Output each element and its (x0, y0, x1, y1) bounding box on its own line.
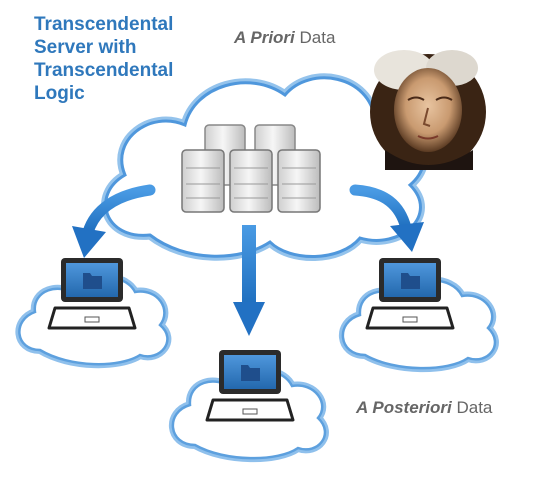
a-priori-rest: Data (294, 28, 336, 47)
a-priori-caption: A Priori Data (234, 28, 335, 48)
client-cloud-right (339, 256, 499, 373)
server-title: Transcendental Server with Transcendenta… (34, 13, 173, 105)
arrow-down-icon (233, 225, 265, 336)
title-line: Server with (34, 37, 137, 58)
a-posteriori-rest: Data (451, 398, 493, 417)
arrow-left-icon (72, 184, 156, 258)
client-cloud-left (15, 256, 172, 369)
a-posteriori-caption: A Posteriori Data (356, 398, 492, 418)
a-posteriori-emphasis: A Posteriori (356, 398, 452, 417)
a-priori-emphasis: A Priori (234, 28, 295, 47)
laptop-icon (205, 348, 295, 422)
server-icon (181, 124, 321, 213)
server-cluster-icon (181, 124, 321, 213)
arrow-right-icon (349, 184, 424, 252)
client-cloud-center (169, 348, 329, 463)
title-line: Transcendental (34, 60, 174, 81)
title-line: Transcendental (34, 14, 174, 35)
portrait-icon (370, 50, 486, 170)
title-line: Logic (34, 83, 85, 104)
laptop-icon (365, 256, 455, 330)
laptop-icon (47, 256, 137, 330)
